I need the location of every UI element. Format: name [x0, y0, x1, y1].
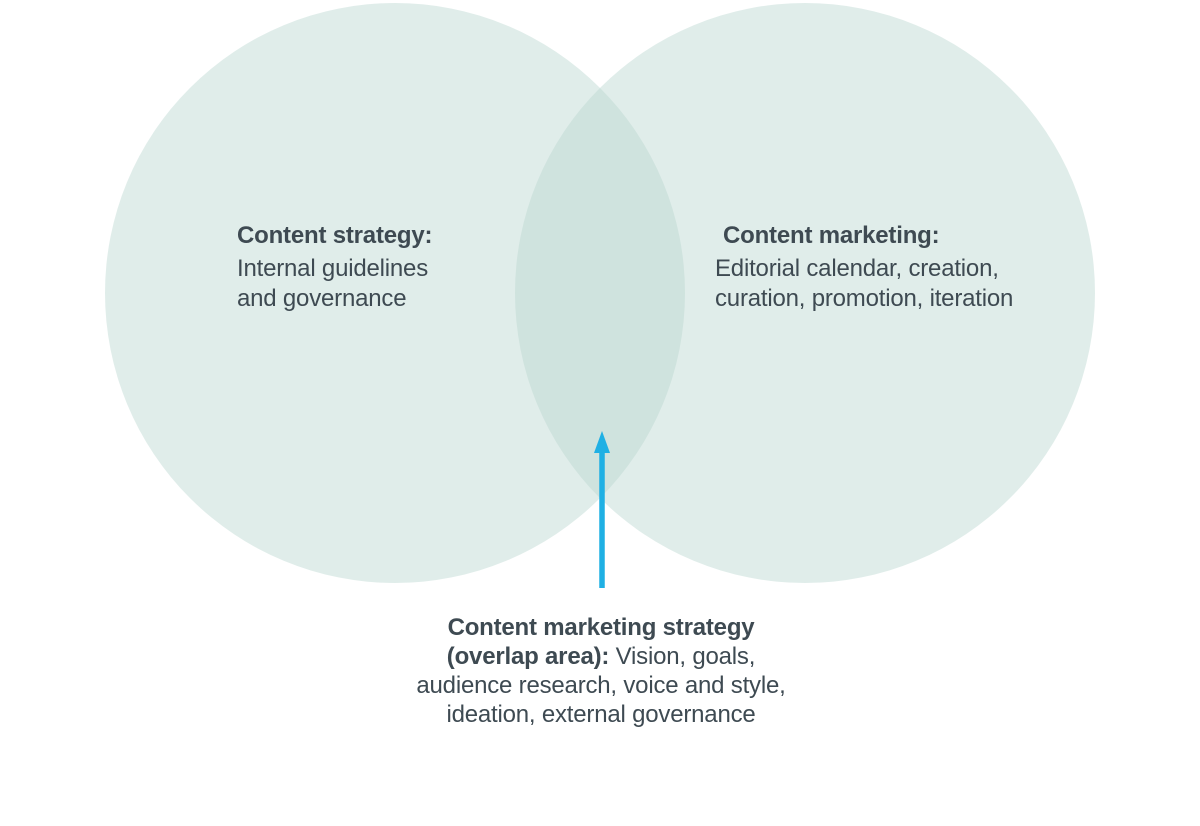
left-circle-line-2: and governance	[237, 285, 407, 312]
up-arrow-head	[594, 431, 610, 453]
overlap-caption-title: Content marketing strategy	[447, 614, 755, 641]
left-circle-shape	[105, 3, 685, 583]
right-circle-title: Content marketing:	[723, 222, 940, 249]
overlap-caption-line-3: audience research, voice and style,	[416, 672, 786, 699]
overlap-caption-line-4: ideation, external governance	[446, 701, 756, 728]
overlap-caption-line-2: (overlap area): Vision, goals,	[371, 642, 831, 671]
left-circle-line-1: Internal guidelines	[237, 255, 429, 282]
right-circle-line-2: curation, promotion, iteration	[715, 285, 1014, 312]
right-circle-shape	[515, 3, 1095, 583]
left-circle-label: Content strategy: Internal guidelines an…	[237, 221, 432, 314]
overlap-caption-line-2-regular: Vision, goals,	[609, 643, 756, 670]
right-circle-label: Content marketing: Editorial calendar, c…	[715, 221, 1013, 314]
overlap-caption: Content marketing strategy (overlap area…	[371, 613, 831, 729]
up-arrow-icon	[594, 431, 610, 588]
right-circle-line-1: Editorial calendar, creation,	[715, 255, 999, 282]
left-circle-title: Content strategy:	[237, 222, 433, 249]
overlap-caption-line-2-bold: (overlap area):	[446, 643, 610, 670]
overlap-caption-line-1: Content marketing strategy	[371, 613, 831, 642]
